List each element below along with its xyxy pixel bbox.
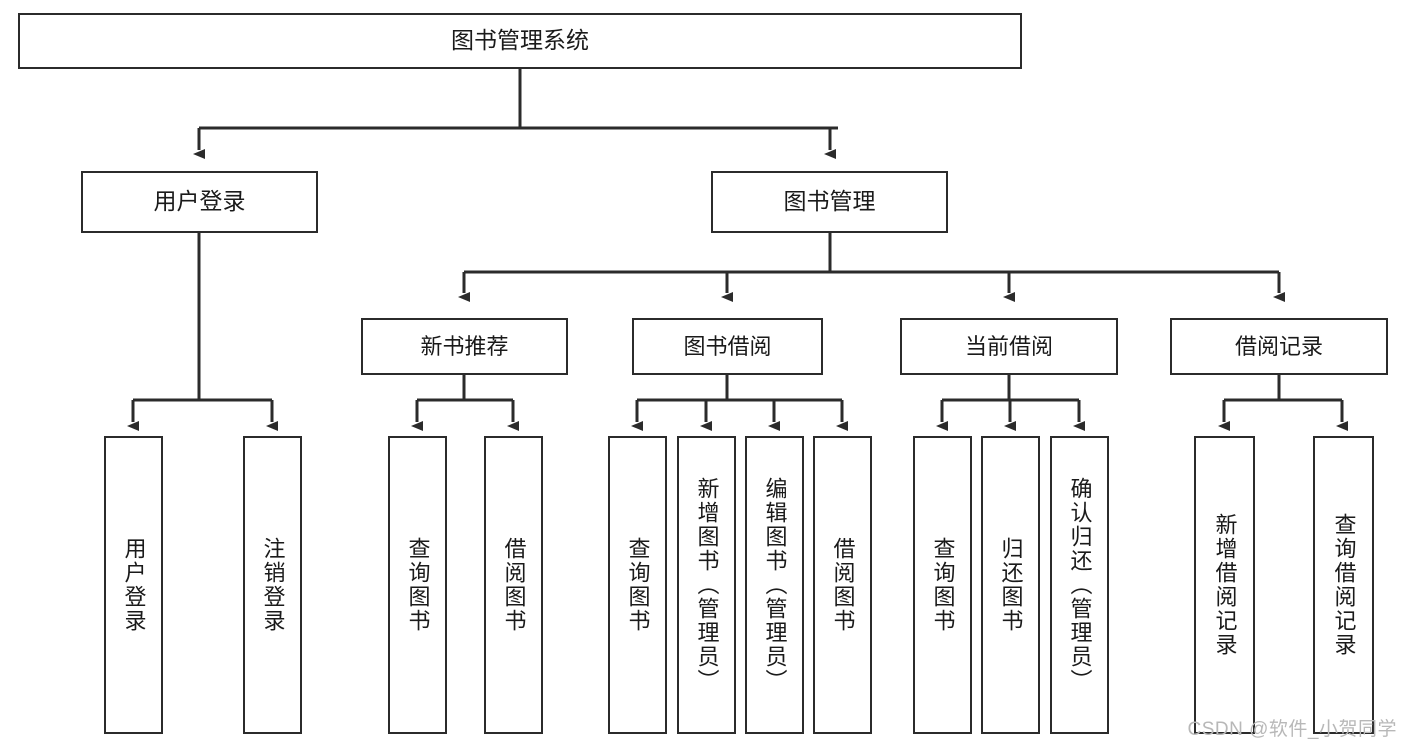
node-leaf-add-borrow-record-label: 新增借阅记录	[1212, 513, 1238, 657]
node-book-management-label: 图书管理	[783, 188, 876, 215]
node-leaf-return-book[interactable]: 归还图书	[981, 436, 1040, 734]
node-leaf-add-book-admin-label: 新增图书（管理员）	[694, 477, 720, 693]
node-new-book-recommend-label: 新书推荐	[420, 333, 509, 359]
watermark-text: CSDN @软件_小贺同学	[1187, 719, 1397, 740]
node-leaf-borrow-book-2-label: 借阅图书	[830, 537, 856, 633]
node-leaf-borrow-book-2[interactable]: 借阅图书	[813, 436, 872, 734]
node-leaf-confirm-return-admin[interactable]: 确认归还（管理员）	[1050, 436, 1109, 734]
node-current-borrow[interactable]: 当前借阅	[900, 318, 1118, 375]
node-leaf-query-book-2-label: 查询图书	[625, 537, 651, 633]
node-leaf-user-login-label: 用户登录	[121, 537, 147, 633]
node-borrow-record-label: 借阅记录	[1234, 333, 1323, 359]
node-user-login[interactable]: 用户登录	[81, 171, 318, 233]
node-leaf-add-borrow-record[interactable]: 新增借阅记录	[1194, 436, 1255, 734]
node-leaf-borrow-book-1[interactable]: 借阅图书	[484, 436, 543, 734]
node-user-login-label: 用户登录	[153, 188, 246, 215]
node-root[interactable]: 图书管理系统	[18, 13, 1022, 69]
node-leaf-query-book-3[interactable]: 查询图书	[913, 436, 972, 734]
node-leaf-edit-book-admin-label: 编辑图书（管理员）	[762, 477, 788, 693]
node-root-label: 图书管理系统	[451, 27, 589, 54]
node-leaf-confirm-return-admin-label: 确认归还（管理员）	[1067, 477, 1093, 693]
node-new-book-recommend[interactable]: 新书推荐	[361, 318, 568, 375]
node-leaf-return-book-label: 归还图书	[998, 537, 1024, 633]
node-book-management[interactable]: 图书管理	[711, 171, 948, 233]
node-leaf-query-book-1[interactable]: 查询图书	[388, 436, 447, 734]
node-borrow-record[interactable]: 借阅记录	[1170, 318, 1388, 375]
node-leaf-query-book-1-label: 查询图书	[405, 537, 431, 633]
node-leaf-query-borrow-record-label: 查询借阅记录	[1331, 513, 1357, 657]
node-current-borrow-label: 当前借阅	[964, 333, 1053, 359]
node-book-borrow-label: 图书借阅	[683, 333, 772, 359]
node-leaf-query-book-2[interactable]: 查询图书	[608, 436, 667, 734]
node-leaf-logout-login[interactable]: 注销登录	[243, 436, 302, 734]
node-book-borrow[interactable]: 图书借阅	[632, 318, 823, 375]
node-leaf-user-login[interactable]: 用户登录	[104, 436, 163, 734]
node-leaf-query-book-3-label: 查询图书	[930, 537, 956, 633]
node-leaf-borrow-book-1-label: 借阅图书	[501, 537, 527, 633]
node-leaf-add-book-admin[interactable]: 新增图书（管理员）	[677, 436, 736, 734]
node-leaf-edit-book-admin[interactable]: 编辑图书（管理员）	[745, 436, 804, 734]
node-leaf-query-borrow-record[interactable]: 查询借阅记录	[1313, 436, 1374, 734]
node-leaf-logout-login-label: 注销登录	[260, 537, 286, 633]
